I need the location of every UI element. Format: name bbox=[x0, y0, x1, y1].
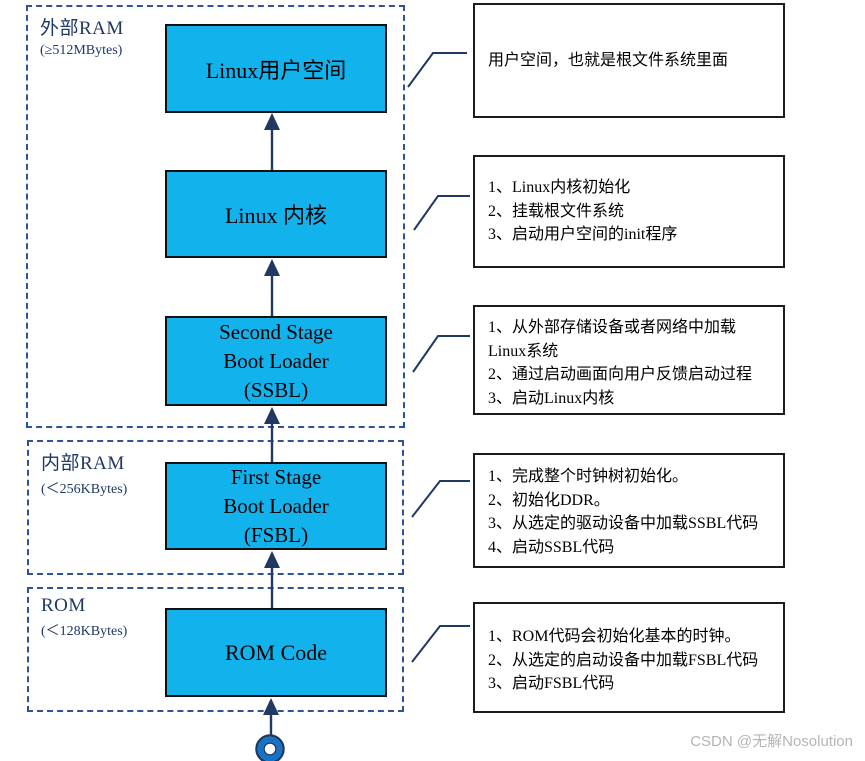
leader-line-ssbl bbox=[412, 335, 470, 373]
region-rom-label: ROM (＜128KBytes) bbox=[41, 595, 127, 640]
region-internal-ram-label: 内部RAM (＜256KBytes) bbox=[41, 448, 127, 498]
node-linux-kernel: Linux 内核 bbox=[165, 170, 387, 258]
annotation-rom-code: 1、ROM代码会初始化基本的时钟。 2、从选定的启动设备中加载FSBL代码 3、… bbox=[473, 602, 785, 713]
annotation-line: 2、从选定的启动设备中加载FSBL代码 bbox=[488, 651, 759, 669]
region-external-ram-label: 外部RAM (≥512MBytes) bbox=[40, 13, 124, 59]
start-node-icon bbox=[255, 734, 285, 761]
region-internal-ram: 内部RAM (＜256KBytes) bbox=[27, 440, 404, 575]
node-linux-userspace: Linux用户空间 bbox=[165, 24, 387, 113]
region-external-ram: 外部RAM (≥512MBytes) bbox=[26, 5, 405, 428]
region-rom: ROM (＜128KBytes) bbox=[27, 587, 404, 712]
annotation-line: 3、启动Linux内核 bbox=[488, 389, 615, 407]
annotation-line: 1、ROM代码会初始化基本的时钟。 bbox=[488, 628, 741, 645]
region-name-text: 外部RAM bbox=[40, 18, 124, 39]
annotation-line: 3、启动FSBL代码 bbox=[488, 675, 615, 692]
annotation-line: 4、启动SSBL代码 bbox=[488, 538, 615, 556]
node-label-line: First Stage bbox=[230, 464, 322, 489]
node-fsbl: First Stage Boot Loader (FSBL) bbox=[165, 462, 387, 550]
annotation-line: 2、通过启动画面向用户反馈启动过程 bbox=[488, 366, 753, 383]
annotation-line: Linux系统 bbox=[488, 342, 559, 360]
annotation-ssbl: 1、从外部存储设备或者网络中加载 Linux系统 2、通过启动画面向用户反馈启动… bbox=[473, 305, 785, 415]
leader-line-romcode bbox=[411, 625, 470, 663]
annotation-line: 1、Linux内核初始化 bbox=[488, 179, 631, 196]
annotation-line: 1、从外部存储设备或者网络中加载 bbox=[488, 319, 737, 336]
watermark: CSDN @无解Nosolution bbox=[690, 733, 853, 750]
node-label-line: (SSBL) bbox=[243, 377, 309, 402]
region-size-text: (＜256KBytes) bbox=[41, 482, 128, 497]
node-label: Linux用户空间 bbox=[205, 57, 347, 83]
leader-line-fsbl bbox=[411, 480, 470, 518]
region-name-text: 内部RAM bbox=[41, 453, 125, 474]
region-name-text: ROM bbox=[41, 595, 86, 616]
leader-line-kernel bbox=[413, 195, 470, 231]
region-size-text: (≥512MBytes) bbox=[40, 43, 123, 58]
node-label: Linux 内核 bbox=[224, 203, 328, 228]
node-ssbl: Second Stage Boot Loader (SSBL) bbox=[165, 316, 387, 406]
leader-line-userspace bbox=[407, 52, 467, 88]
node-label-line: Second Stage bbox=[219, 319, 333, 344]
annotation-line: 1、完成整个时钟树初始化。 bbox=[488, 468, 689, 485]
annotation-line: 用户空间，也就是根文件系统里面 bbox=[488, 51, 729, 69]
node-label-line: Boot Loader bbox=[223, 493, 329, 518]
annotation-line: 3、从选定的驱动设备中加载SSBL代码 bbox=[488, 515, 759, 532]
node-label: ROM Code bbox=[224, 639, 328, 665]
annotation-line: 3、启动用户空间的init程序 bbox=[488, 226, 678, 243]
node-label-line: Boot Loader bbox=[223, 348, 329, 373]
annotation-userspace: 用户空间，也就是根文件系统里面 bbox=[473, 3, 785, 118]
annotation-kernel: 1、Linux内核初始化 2、挂载根文件系统 3、启动用户空间的init程序 bbox=[473, 155, 785, 268]
annotation-line: 2、初始化DDR。 bbox=[488, 491, 610, 509]
region-size-text: (＜128KBytes) bbox=[41, 624, 128, 639]
annotation-line: 2、挂载根文件系统 bbox=[488, 202, 625, 220]
annotation-fsbl: 1、完成整个时钟树初始化。 2、初始化DDR。 3、从选定的驱动设备中加载SSB… bbox=[473, 453, 785, 568]
node-rom-code: ROM Code bbox=[165, 608, 387, 697]
node-label-line: (FSBL) bbox=[243, 522, 309, 547]
